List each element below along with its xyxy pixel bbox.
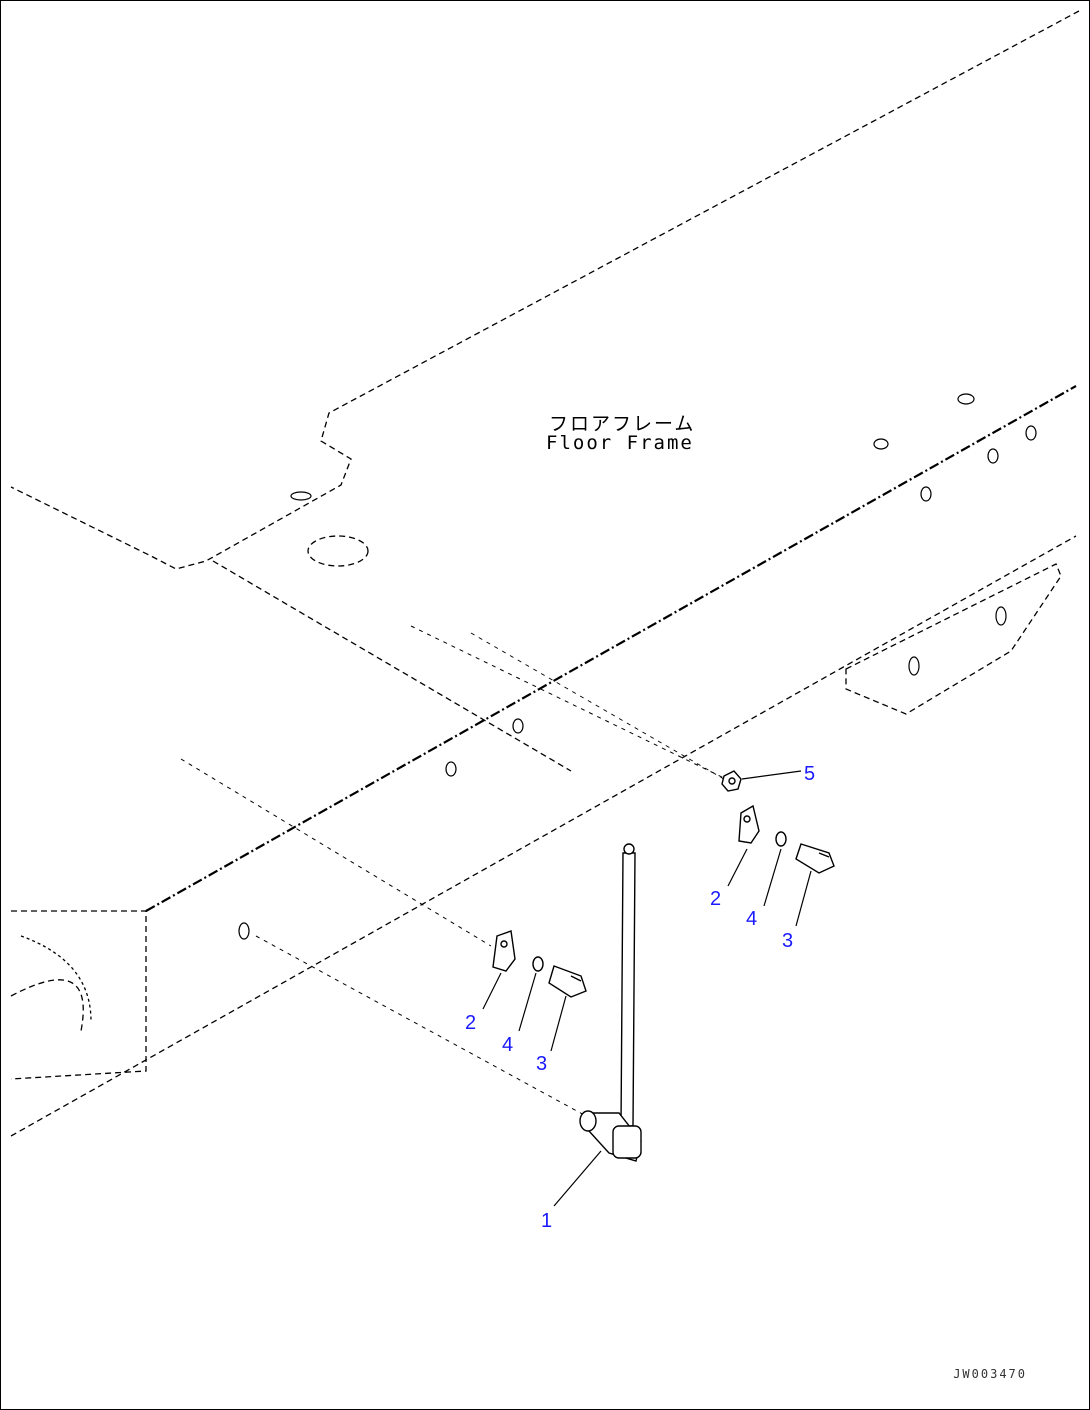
callout-2-lower[interactable]: 2 xyxy=(465,1012,477,1034)
callout-3-upper[interactable]: 3 xyxy=(782,930,794,952)
callout-3-lower[interactable]: 3 xyxy=(536,1053,548,1075)
installation-centerlines xyxy=(180,625,737,1117)
callout-4-upper[interactable]: 4 xyxy=(746,908,758,930)
callout-2-upper[interactable]: 2 xyxy=(710,888,722,910)
nut-part-5 xyxy=(721,770,742,792)
mounting-holes xyxy=(238,393,1037,940)
callout-4-lower[interactable]: 4 xyxy=(502,1034,514,1056)
drawing-code: JW003470 xyxy=(953,1367,1027,1381)
antenna-part-1 xyxy=(579,843,642,1162)
leader-lines xyxy=(482,770,812,1207)
callout-1[interactable]: 1 xyxy=(541,1210,553,1232)
clamp-set-upper xyxy=(738,804,835,874)
clamp-set-lower xyxy=(492,930,587,998)
part-name-english: Floor Frame xyxy=(546,432,694,454)
part-name-japanese: フロアフレーム xyxy=(549,413,696,435)
frame-edge-line xyxy=(145,385,1077,912)
callout-5[interactable]: 5 xyxy=(804,763,816,785)
floor-frame-outline xyxy=(10,10,1080,1137)
